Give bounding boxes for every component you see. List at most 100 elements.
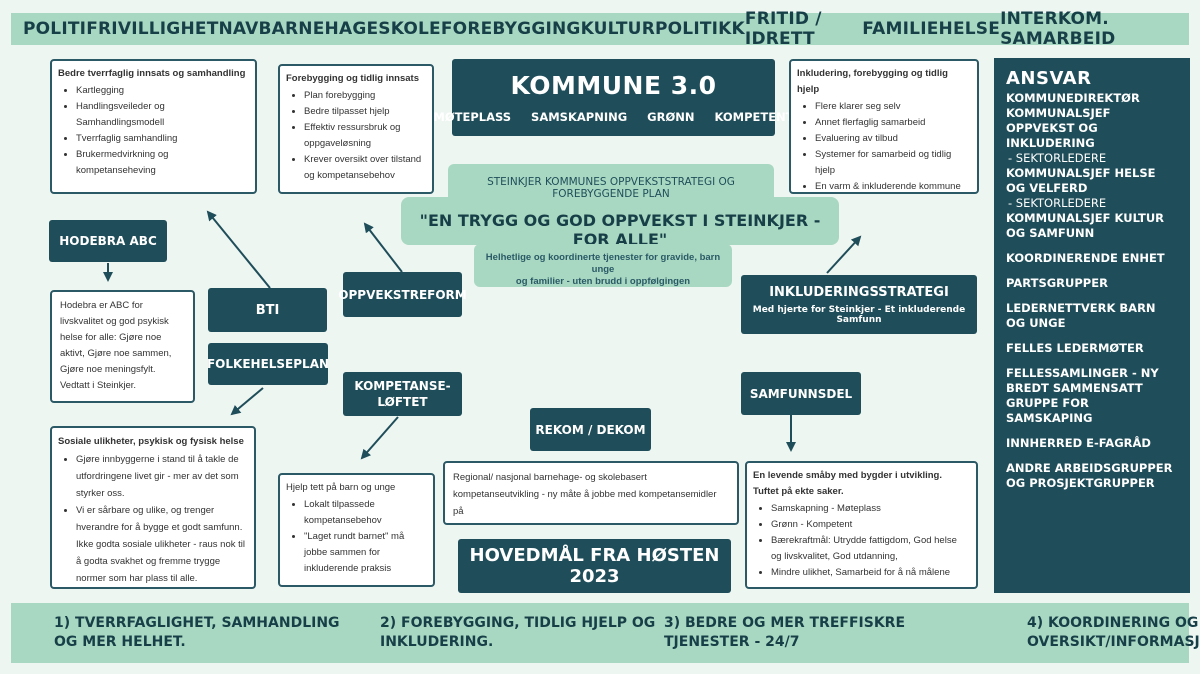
category-forebygging: FOREBYGGING [440,19,581,39]
list-item: Grønn - Kompetent [771,517,970,533]
goal-line: TJENESTER - 24/7 [664,634,800,650]
category-skole: SKOLE [378,19,441,39]
category-familie: FAMILIE [862,19,939,39]
box-heading: Inkludering, forebygging og tidlig hjelp [797,68,948,95]
hovedmal-label: HOVEDMÅL FRA HØSTEN 2023 [458,539,731,593]
ansvar-item: KOMMUNALSJEF OPPVEKST OG INKLUDERING [1006,106,1111,150]
list-item: Tverrfaglig samhandling [76,131,249,147]
arrow-inkludering-to-inkludering-box [826,235,862,274]
tag-gronn: GRØNN [647,110,695,124]
vision-description: Helhetlige og koordinerte tjenester for … [474,244,732,287]
arrow-oppvekstreform-to-forebygging [363,222,403,273]
tag-kompetent: KOMPETENT [714,110,794,124]
list-item: Kartlegging [76,83,249,99]
tag-moteplass: MØTEPLASS [433,110,512,124]
label-text: REKOM / DEKOM [535,422,646,437]
ansvar-item: PARTSGRUPPER [1006,276,1108,290]
list-item: Plan forebygging [304,88,426,104]
box-heading: En levende småby med bygder i utvikling.… [753,470,942,497]
label-subtext: Med hjerte for Steinkjer - Et inkluderen… [752,304,966,325]
box-tverrfaglig-innsats: Bedre tverrfaglig innsats og samhandling… [50,59,257,194]
list-item: Flere klarer seg selv [815,99,971,115]
category-helse: HELSE [938,19,1001,39]
kommune-title: KOMMUNE 3.0 [510,71,717,100]
box-hjelp-tett-pa: Hjelp tett på barn og unge Lokalt tilpas… [278,473,435,587]
category-politikk: POLITIKK [654,19,745,39]
label-text: BTI [255,302,280,318]
vision-banner: "EN TRYGG OG GOD OPPVEKST I STEINKJER - … [401,197,839,249]
category-fritid-idrett: FRITID / IDRETT [744,9,822,49]
box-heading: Bedre tverrfaglig innsats og samhandling [58,68,246,79]
list-item: Samskapning - Møteplass [771,501,970,517]
box-heading: Sosiale ulikheter, psykisk og fysisk hel… [58,436,244,447]
box-heading: Hjelp tett på barn og unge [286,482,396,493]
arrow-folkehelse-to-sosiale [230,387,264,416]
list-item: En varm & inkluderende kommune [815,179,971,195]
folkehelseplan-label: FOLKEHELSEPLAN [207,343,329,385]
box-hodebra-text: Hodebra er ABC for livskvalitet og god p… [50,290,195,403]
list-item: "Laget rundt barnet" må jobbe sammen for… [304,529,427,577]
ansvar-spacer [1006,331,1178,341]
label-text: LØFTET [377,395,428,409]
list-item: Vi er sårbare og ulike, og trenger hvera… [76,502,248,587]
box-text: Regional/ nasjonal barnehage- og skoleba… [453,472,717,517]
list-item: Annet flerfaglig samarbeid [815,115,971,131]
ansvar-item: KOMMUNALSJEF HELSE OG VELFERD [1006,166,1156,195]
ansvar-item: KOORDINERENDE ENHET [1006,251,1165,265]
goal-line: OG MER HELHET. [54,634,186,650]
goal-4: 4) KOORDINERING OG OVERSIKT/INFORMASJON [1027,614,1200,652]
label-text: HOVEDMÅL FRA HØSTEN 2023 [469,545,720,587]
ansvar-title: ANSVAR [1006,68,1092,89]
goal-3: 3) BEDRE OG MER TREFFISKRE TJENESTER - 2… [664,614,905,652]
label-text: OPPVEKSTREFORM [338,287,467,302]
kommune-3-title-box: KOMMUNE 3.0 MØTEPLASS SAMSKAPNING GRØNN … [433,59,794,136]
goal-2: 2) FOREBYGGING, TIDLIG HJELP OG INKLUDER… [380,614,655,652]
label-text: HODEBRA ABC [59,234,157,248]
list-item: Brukermedvirkning og kompetanseheving [76,147,249,179]
category-frivillighet: FRIVILLIGHET [86,19,219,39]
ansvar-item: - SEKTORLEDERE [1008,151,1107,165]
label-text: INKLUDERINGSSTRATEGI [769,284,949,300]
ansvar-item: LEDERNETTVERK BARN OG UNGE [1006,301,1156,330]
bti-label: BTI [208,288,327,332]
samfunnsdel-label: SAMFUNNSDEL [741,372,861,415]
goals-bar [11,603,1189,663]
tag-samskapning: SAMSKAPNING [531,110,628,124]
ansvar-item: - SEKTORLEDERE [1008,196,1107,210]
ansvar-item: FELLESSAMLINGER - NY BREDT SAMMENSATT GR… [1006,366,1159,425]
goal-line: 1) TVERRFAGLIGHET, SAMHANDLING [54,615,340,631]
box-heading: Forebygging og tidlig innsats [286,73,419,84]
list-item: Systemer for samarbeid og tidlig hjelp [815,147,971,179]
ansvar-spacer [1006,266,1178,276]
strategy-header: STEINKJER KOMMUNES OPPVEKSTSTRATEGI OG F… [448,164,774,204]
goal-line: 3) BEDRE OG MER TREFFISKRE [664,615,906,631]
list-item: Evaluering av tilbud [815,131,971,147]
ansvar-spacer [1006,356,1178,366]
ansvar-item: FELLES LEDERMØTER [1006,341,1144,355]
box-text: Hodebra er ABC for livskvalitet og god p… [60,300,172,391]
ansvar-item: INNHERRED E-FAGRÅD [1006,436,1151,450]
category-barnehage: BARNEHAGE [258,19,379,39]
ansvar-spacer [1006,451,1178,461]
label-text: SAMFUNNSDEL [749,386,853,401]
list-item: Effektiv ressursbruk og oppgaveløsning [304,120,426,152]
label-text: KOMPETANSE- [354,379,451,393]
list-item: Mindre ulikhet, Samarbeid for å nå målen… [771,565,970,581]
ansvar-spacer [1006,241,1178,251]
box-levende-smaby: En levende småby med bygder i utvikling.… [745,461,978,589]
category-interkom-samarbeid: INTERKOM. SAMARBEID [1000,9,1116,49]
goal-line: 2) FOREBYGGING, TIDLIG HJELP OG [380,615,656,631]
list-item: Krever oversikt over tilstand og kompeta… [304,152,426,184]
ansvar-item: KOMMUNALSJEF KULTUR OG SAMFUNN [1006,211,1165,240]
ansvar-spacer [1006,291,1178,301]
arrow-kompetanse-to-hjelp [360,416,399,460]
description-line: og familier - uten brudd i oppfølgingen [515,276,691,287]
goal-line: 4) KOORDINERING OG [1027,615,1199,631]
goal-line: OVERSIKT/INFORMASJON [1027,634,1200,650]
list-item: Handlingsveileder og Samhandlingsmodell [76,99,249,131]
box-sosiale-ulikheter: Sosiale ulikheter, psykisk og fysisk hel… [50,426,256,589]
rekom-dekom-label: REKOM / DEKOM [530,408,651,451]
top-category-bar: POLITI FRIVILLIGHET NAV BARNEHAGE SKOLE … [11,9,1189,49]
hodebra-abc-label: HODEBRA ABC [49,220,167,262]
